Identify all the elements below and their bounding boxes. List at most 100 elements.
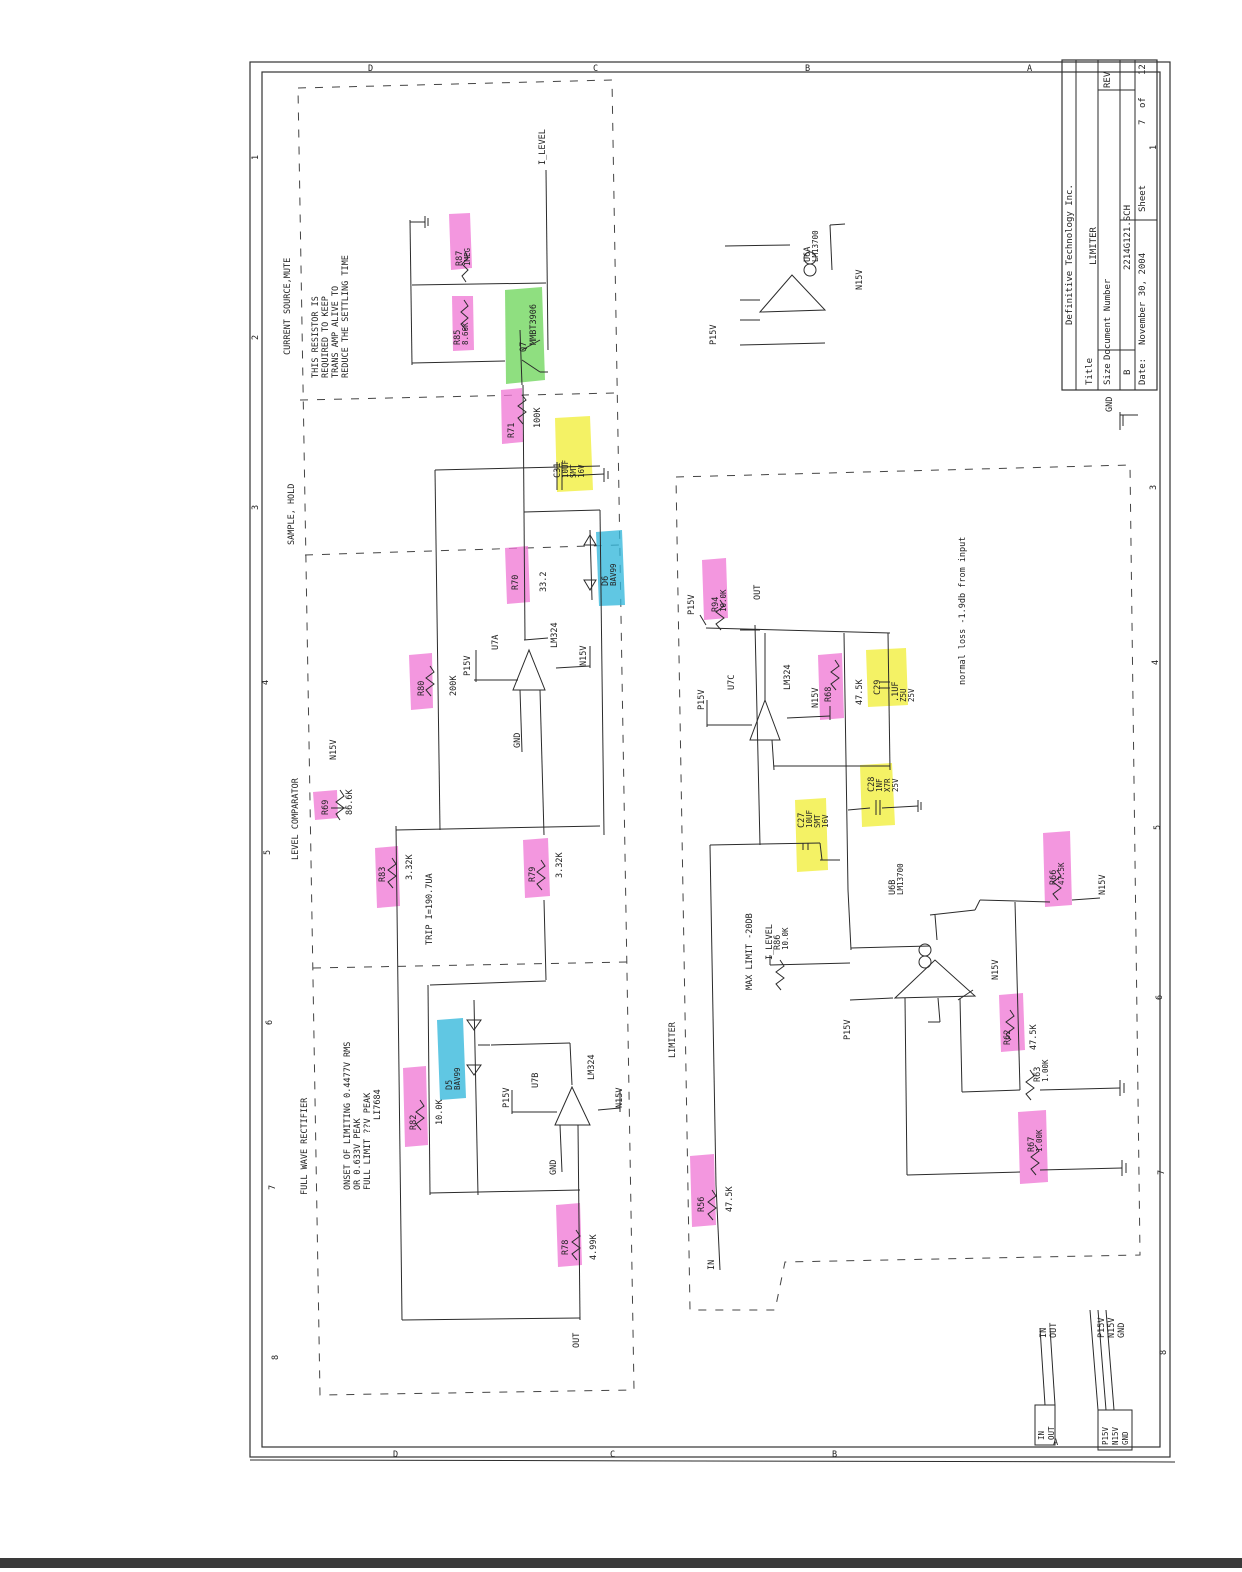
ref-c28: C28 [867, 777, 877, 792]
note-settling: TRANS AMP ALIVE TO [331, 286, 341, 378]
section-boxes [297, 79, 1141, 1396]
highlight-c28 [860, 763, 895, 827]
note-onset: ONSET OF LIMITING 0.4477V RMS [343, 1042, 353, 1190]
port-p15v: P15V [1097, 1318, 1107, 1338]
value-r56: 47.5K [725, 1186, 735, 1212]
net-p15v: P15V [687, 595, 697, 615]
value-c28: 1NF [875, 778, 884, 792]
zone-label: A [1053, 1438, 1058, 1448]
zone-label: 5 [263, 850, 273, 855]
zone-label: D [393, 1450, 398, 1460]
zone-label: 7 [1157, 1170, 1167, 1175]
net-i-level: I_LEVEL [538, 129, 548, 165]
title-block-docnum-label: Document Number [1103, 278, 1113, 360]
wiring [331, 169, 1138, 1451]
section-current-source: CURRENT SOURCE,MUTE [283, 258, 293, 355]
value-r62: 47.5K [1029, 1024, 1039, 1050]
ref-r71: R71 [507, 423, 517, 438]
ref-u7b: U7B [531, 1073, 541, 1088]
net-labels: I_LEVEL OUT OUT IN GND GND P15V P15V P15… [329, 129, 1108, 1348]
value-c29-type: Z5U [899, 688, 908, 702]
ref-r67: R67 [1027, 1137, 1037, 1152]
port-bus-n15v: N15V [1111, 1426, 1120, 1445]
title-block-of-label: of [1138, 97, 1148, 108]
net-out: OUT [572, 1333, 582, 1348]
highlight-r56 [690, 1154, 716, 1227]
value-c31-voltage: 16V [577, 464, 586, 478]
highlight-d6 [596, 530, 625, 606]
value-u6a: LM13700 [811, 230, 820, 262]
zone-label: C [593, 64, 598, 74]
value-r68: 47.5K [855, 679, 865, 705]
port-bus-gnd: GND [1121, 1431, 1130, 1445]
ref-r63: R63 [1033, 1067, 1043, 1082]
ref-r87: R87 [455, 251, 465, 266]
title-block-sheet-label: Sheet [1138, 185, 1148, 212]
port-in: IN [1039, 1328, 1049, 1338]
value-c27-type: SMT [813, 814, 822, 828]
ref-d5: D5 [445, 1080, 455, 1090]
net-gnd: GND [549, 1160, 559, 1175]
highlight-c27 [795, 798, 828, 872]
note-settling: REDUCE THE SETTLING TIME [341, 255, 351, 378]
highlight-r66 [1043, 831, 1072, 907]
value-r79: 3.32K [555, 852, 565, 878]
title-block-title: LIMITER [1089, 226, 1099, 265]
ref-u6b: U6B [888, 880, 898, 895]
value-u7c: LM324 [783, 664, 793, 690]
title-block-rev-label: REV [1103, 71, 1113, 88]
net-out-limiter: OUT [753, 585, 763, 600]
highlight-r69 [313, 790, 338, 820]
title-block-docnum: 2214G121.SCH [1123, 205, 1133, 270]
net-n15v: N15V [811, 688, 821, 708]
zone-label: 2 [251, 335, 261, 340]
ref-r94: R94 [711, 597, 721, 612]
highlight-r67 [1018, 1110, 1048, 1184]
highlight-c31 [555, 416, 593, 492]
highlight-r80 [409, 653, 433, 710]
highlight-r85 [452, 296, 474, 351]
highlight-r87 [449, 213, 472, 270]
ref-u7c: U7C [727, 675, 737, 690]
value-c27: 10UF [805, 809, 814, 828]
zone-label: 1 [1149, 145, 1159, 150]
net-gnd: GND [513, 733, 523, 748]
zone-label: 3 [1149, 485, 1159, 490]
port-bus-p15v: P15V [1101, 1426, 1110, 1445]
ref-r82: R82 [409, 1115, 419, 1130]
net-n15v: N15V [991, 960, 1001, 980]
notes: THIS RESISTOR IS REQUIRED TO KEEP TRANS … [311, 255, 968, 1190]
zone-label: 8 [1159, 1350, 1169, 1355]
zone-label: 8 [271, 1355, 281, 1360]
value-r67: 1.00K [1035, 1129, 1044, 1152]
ref-r66: R66 [1049, 870, 1059, 885]
note-settling: THIS RESISTOR IS [311, 296, 321, 378]
zone-label: B [805, 64, 810, 74]
highlight-r78 [556, 1203, 582, 1267]
zone-label: 7 [268, 1185, 278, 1190]
highlight-d5 [437, 1018, 466, 1100]
value-c31-type: SMT [569, 464, 578, 478]
ref-u7a: U7A [491, 635, 501, 650]
ref-q7: Q7 [519, 342, 529, 352]
ref-c31: C31 [553, 463, 563, 478]
zone-label: B [832, 1450, 837, 1460]
net-n15v: N15V [855, 270, 865, 290]
net-n15v: N15V [615, 1088, 625, 1108]
port-bus-out: OUT [1047, 1426, 1056, 1440]
net-p15v: P15V [697, 690, 707, 710]
port-bus-in: IN [1037, 1431, 1046, 1440]
note-onset: LI7684 [373, 1089, 383, 1120]
net-n15v: N15V [579, 646, 589, 666]
ref-r68: R68 [824, 687, 834, 702]
value-r87: 1MEG [463, 247, 472, 266]
value-u7a: LM324 [550, 622, 560, 648]
value-r66: 47.5K [1057, 862, 1066, 885]
zone-label: C [610, 1450, 615, 1460]
ref-d6: D6 [601, 576, 611, 586]
title-block-title-label: Title [1085, 358, 1095, 385]
value-c27-voltage: 16V [821, 814, 830, 828]
